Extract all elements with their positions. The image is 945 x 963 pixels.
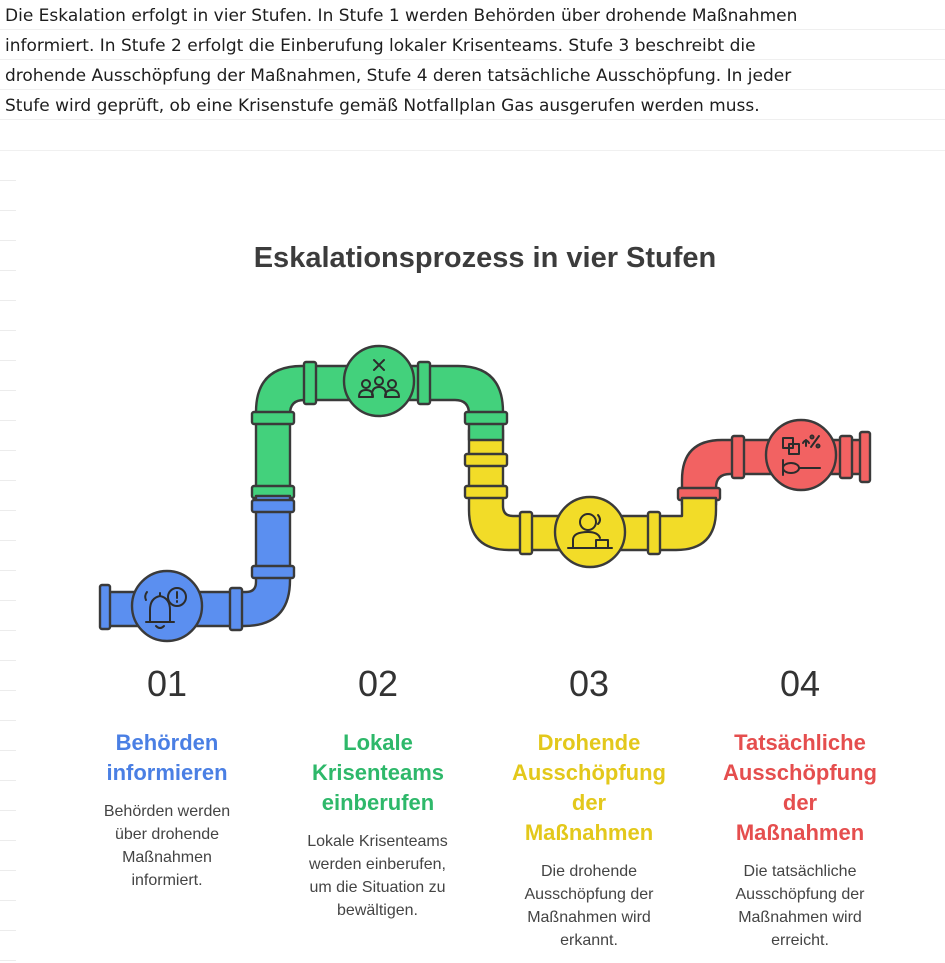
step-number: 02: [357, 663, 399, 704]
label-line: Lokale: [343, 730, 413, 755]
gridline-tick: [0, 810, 16, 811]
label-line: informieren: [106, 760, 228, 785]
label-line: der: [782, 790, 818, 815]
label-line: Krisenteams: [311, 760, 445, 785]
separator: [0, 150, 945, 151]
gridline-tick: [0, 180, 16, 181]
gridline-tick: [0, 390, 16, 391]
step-description: Die drohende Ausschöpfung der Maßnahmen …: [509, 860, 669, 952]
left-gridlines: [0, 150, 18, 963]
step-1: 01 Behörden informieren Behörden werden …: [77, 660, 257, 892]
step-description: Die tatsächliche Ausschöpfung der Maßnah…: [720, 860, 880, 952]
desc-line: erreicht.: [771, 932, 829, 949]
gridline-tick: [0, 930, 16, 931]
team-close-icon: [358, 359, 400, 398]
intro-paragraph: Die Eskalation erfolgt in vier Stufen. I…: [0, 0, 945, 120]
desc-line: erkannt.: [560, 932, 618, 949]
step-2: 02 Lokale Krisenteams einberufen Lokale …: [288, 660, 468, 922]
gridline-tick: [0, 300, 16, 301]
desc-line: bewältigen.: [337, 902, 418, 919]
gridline-tick: [0, 480, 16, 481]
gridline-tick: [0, 570, 16, 571]
desc-line: über drohende: [114, 826, 220, 843]
label-line: einberufen: [321, 790, 435, 815]
gridline-tick: [0, 840, 16, 841]
label-line: Drohende: [537, 730, 641, 755]
gridline-tick: [0, 780, 16, 781]
gridline-tick: [0, 210, 16, 211]
step-number: 01: [146, 663, 188, 704]
gridline-tick: [0, 510, 16, 511]
gridline-tick: [0, 330, 16, 331]
desc-line: um die Situation zu: [309, 879, 446, 896]
desc-line: informiert.: [131, 872, 203, 889]
node-circle-4: [764, 418, 838, 492]
worried-person-icon: [567, 513, 613, 549]
label-line: Maßnahmen: [524, 820, 654, 845]
step-3: 03 Drohende Ausschöpfung der Maßnahmen D…: [499, 660, 679, 952]
desc-line: Lokale Krisenteams: [307, 833, 448, 850]
gridline-tick: [0, 360, 16, 361]
desc-line: Maßnahmen: [122, 849, 212, 866]
intro-line: drohende Ausschöpfung der Maßnahmen, Stu…: [0, 60, 945, 90]
step-number: 03: [568, 663, 610, 704]
gridline-tick: [0, 420, 16, 421]
label-line: Ausschöpfung: [512, 760, 666, 785]
step-label: Tatsächliche Ausschöpfung der Maßnahmen: [710, 728, 890, 848]
intro-line: Stufe wird geprüft, ob eine Krisenstufe …: [0, 90, 945, 120]
intro-line: Die Eskalation erfolgt in vier Stufen. I…: [0, 0, 945, 30]
desc-line: Ausschöpfung der: [524, 886, 654, 903]
step-label: Behörden informieren: [77, 728, 257, 788]
intro-line: informiert. In Stufe 2 erfolgt die Einbe…: [0, 30, 945, 60]
step-description: Behörden werden über drohende Maßnahmen …: [92, 800, 242, 892]
gridline-tick: [0, 600, 16, 601]
desc-line: Maßnahmen wird: [527, 909, 651, 926]
pipe-segment-green: [250, 360, 509, 502]
step-number: 04: [779, 663, 821, 704]
label-line: Ausschöpfung: [723, 760, 877, 785]
desc-line: Maßnahmen wird: [738, 909, 862, 926]
gridline-tick: [0, 660, 16, 661]
step-label: Drohende Ausschöpfung der Maßnahmen: [499, 728, 679, 848]
gridline-tick: [0, 450, 16, 451]
diagram-title: Eskalationsprozess in vier Stufen: [253, 242, 717, 274]
node-circle-1: [130, 569, 204, 643]
desc-line: werden einberufen,: [309, 856, 446, 873]
gridline-tick: [0, 750, 16, 751]
step-description: Lokale Krisenteams werden einberufen, um…: [290, 830, 465, 922]
label-line: Maßnahmen: [735, 820, 865, 845]
step-4: 04 Tatsächliche Ausschöpfung der Maßnahm…: [710, 660, 890, 952]
gridline-tick: [0, 720, 16, 721]
gridline-tick: [0, 540, 16, 541]
pipe-segment-yellow: [463, 428, 718, 556]
step-label: Lokale Krisenteams einberufen: [288, 728, 468, 818]
desc-line: Die drohende: [540, 863, 638, 880]
label-line: der: [571, 790, 607, 815]
gridline-tick: [0, 240, 16, 241]
bell-alert-icon: [144, 587, 187, 629]
gridline-tick: [0, 690, 16, 691]
gridline-tick: [0, 870, 16, 871]
gridline-tick: [0, 900, 16, 901]
gridline-tick: [0, 270, 16, 271]
label-line: Tatsächliche: [734, 730, 866, 755]
desc-line: Behörden werden: [103, 803, 231, 820]
gridline-tick: [0, 960, 16, 961]
label-line: Behörden: [115, 730, 219, 755]
desc-line: Die tatsächliche: [743, 863, 857, 880]
node-circle-2: [342, 344, 416, 418]
desc-line: Ausschöpfung der: [735, 886, 865, 903]
gridline-tick: [0, 630, 16, 631]
money-box-spoon-icon: [782, 434, 821, 476]
